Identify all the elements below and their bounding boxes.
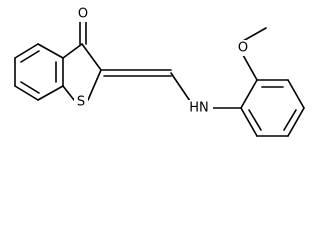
bond-benzo-4 (37, 85, 64, 101)
bond-aryl-inner-3 (248, 109, 262, 131)
carbonyl-oxygen-label: O (78, 7, 88, 22)
bond-benzo-inner-3 (20, 81, 40, 94)
exocyclic-linker (100, 69, 242, 109)
methoxyphenyl-ring (240, 79, 305, 137)
amine-nitrogen-label: HN (189, 101, 209, 116)
bond-alkene-to-nitrogen (170, 72, 191, 102)
thiophene-ring (62, 17, 102, 101)
bond-ring-s-c7a (62, 85, 75, 101)
methoxy-oxygen-label-bg (236, 40, 250, 56)
bond-aryl-1 (240, 79, 258, 109)
methoxy-oxygen-label: O (238, 41, 248, 56)
bond-ring-c2-s (87, 69, 102, 101)
bond-aryl-6 (240, 107, 258, 137)
chemical-structure-diagram: O S HN O (14, 6, 305, 137)
bond-oxygen-to-methyl (242, 27, 267, 42)
atom-labels: O S HN O (74, 6, 250, 116)
thiophene-sulfur-label-bg (74, 94, 88, 110)
bond-benzo-2 (37, 43, 64, 59)
thiophene-sulfur-label: S (77, 95, 85, 110)
bond-benzo-5 (14, 85, 39, 101)
carbonyl-oxygen-label-bg (76, 6, 90, 22)
amine-nitrogen-label-bg (186, 100, 213, 116)
bond-aryl-to-oxygen (242, 54, 258, 81)
bond-aryl-inner-2 (283, 109, 297, 131)
benzo-ring (14, 43, 64, 101)
bond-ring-c3-c2 (81, 43, 102, 71)
bond-ring-c3-c3a (62, 43, 83, 59)
bond-aryl-4 (287, 107, 305, 137)
methoxy-group (242, 27, 267, 81)
bond-benzo-inner-1 (20, 50, 40, 63)
bond-benzo-1 (14, 43, 39, 59)
bond-aryl-3 (287, 79, 305, 109)
